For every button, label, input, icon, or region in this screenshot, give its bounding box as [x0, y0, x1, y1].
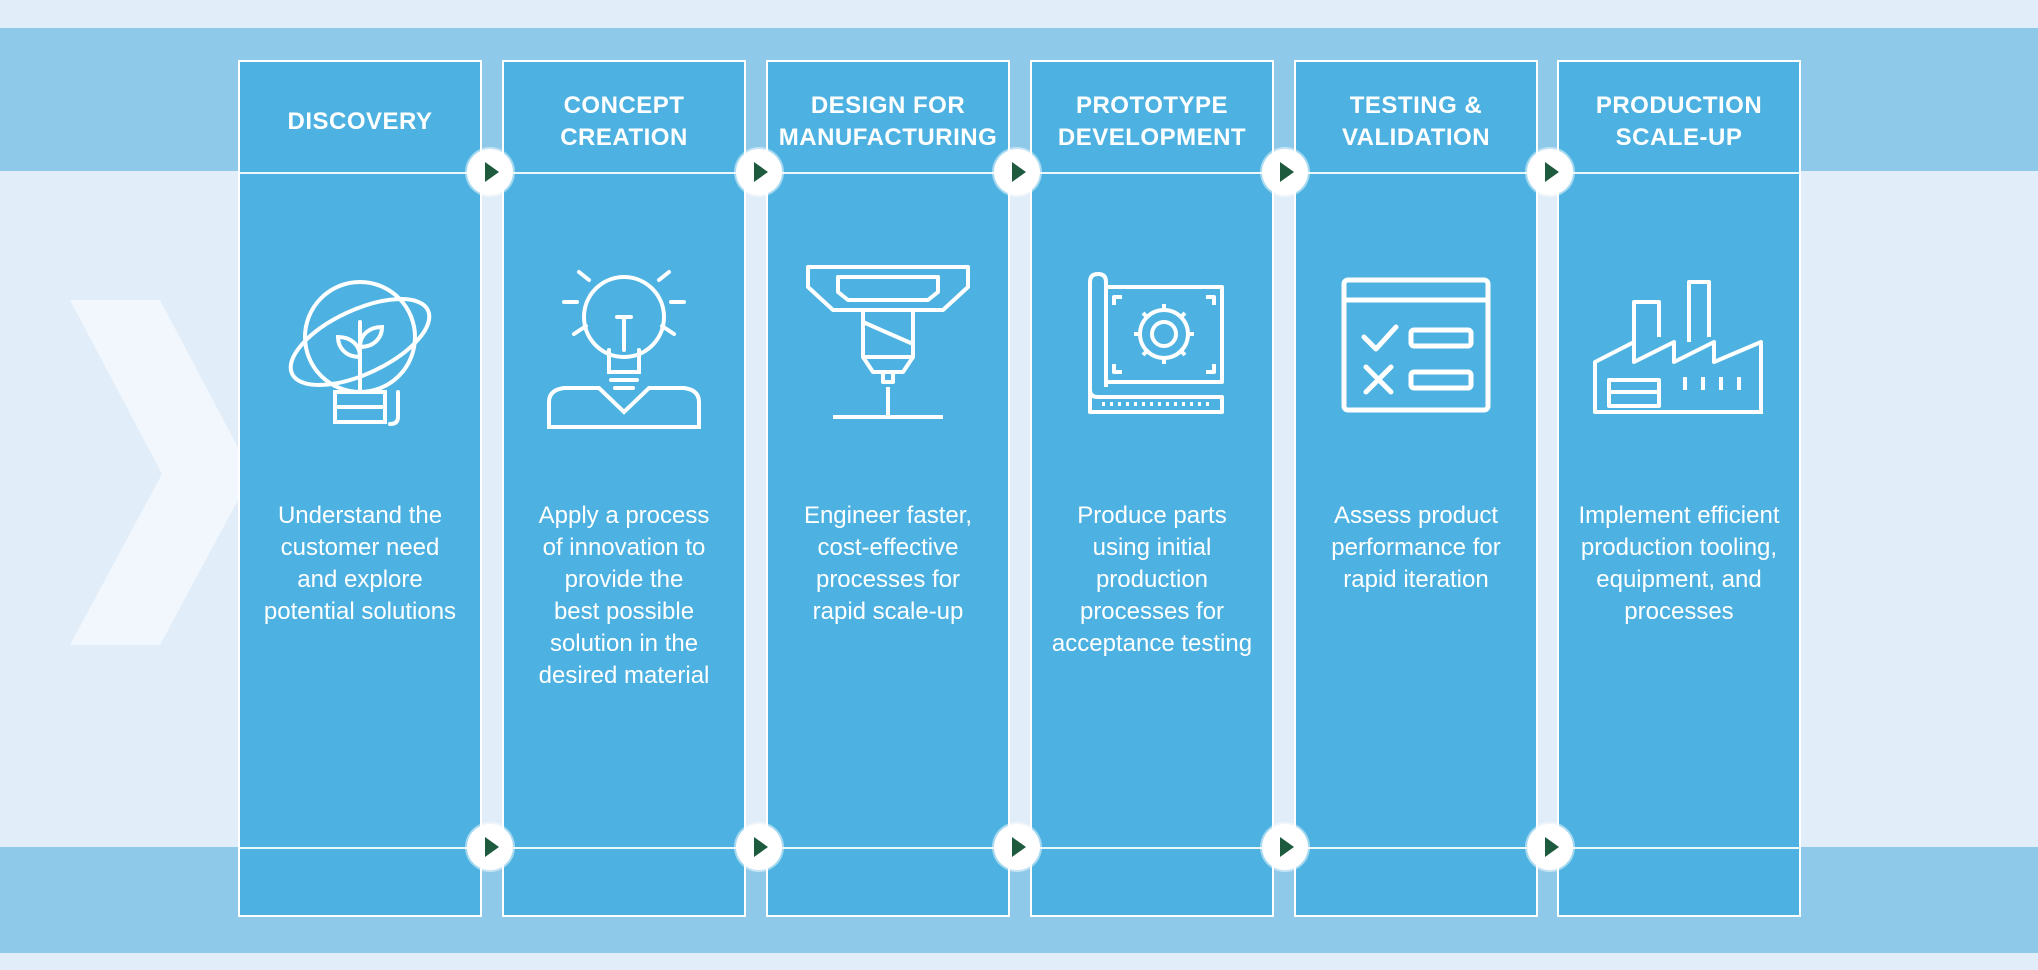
divider [1032, 847, 1272, 849]
stage-concept-creation: CONCEPT CREATION Apply a process of inno… [502, 60, 746, 917]
stage-production-scale-up: PRODUCTION SCALE-UP Implement efficient … [1557, 60, 1801, 917]
divider [1296, 847, 1536, 849]
divider [1559, 847, 1799, 849]
next-arrow-icon [994, 824, 1040, 870]
chevron-background-icon [70, 300, 252, 645]
checklist-window-icon [1341, 277, 1491, 413]
stage-title: CONCEPT CREATION [560, 92, 688, 151]
next-arrow-icon [1262, 824, 1308, 870]
divider [240, 172, 480, 174]
stage-description: Assess product performance for rapid ite… [1331, 502, 1501, 593]
next-arrow-icon [1527, 824, 1573, 870]
divider [504, 847, 744, 849]
factory-icon [1593, 280, 1763, 414]
next-arrow-icon [736, 824, 782, 870]
stage-title: DESIGN FOR MANUFACTURING [778, 92, 998, 151]
next-arrow-icon [467, 149, 513, 195]
cnc-machine-icon [806, 265, 970, 419]
stage-design-for-manufacturing: DESIGN FOR MANUFACTURING Engineer faster… [766, 60, 1010, 917]
divider [1032, 172, 1272, 174]
divider [1559, 172, 1799, 174]
divider [504, 172, 744, 174]
stage-title: PRODUCTION SCALE-UP [1595, 92, 1763, 151]
stage-description: Engineer faster, cost-effective processe… [803, 502, 973, 625]
divider [1296, 172, 1536, 174]
next-arrow-icon [1527, 149, 1573, 195]
stage-title: TESTING & VALIDATION [1341, 92, 1491, 151]
next-arrow-icon [994, 149, 1040, 195]
lightbulb-person-icon [547, 270, 701, 429]
stage-testing-validation: TESTING & VALIDATION Assess product perf… [1294, 60, 1538, 917]
stage-description: Apply a process of innovation to provide… [538, 502, 710, 689]
stage-description: Produce parts using initial production p… [1051, 502, 1253, 657]
next-arrow-icon [1262, 149, 1308, 195]
stage-prototype-development: PROTOTYPE DEVELOPMENT Produce parts usin… [1030, 60, 1274, 917]
divider [768, 172, 1008, 174]
next-arrow-icon [736, 149, 782, 195]
stage-title: PROTOTYPE DEVELOPMENT [1057, 92, 1247, 151]
globe-plant-lightbulb-icon [288, 280, 432, 426]
divider [240, 847, 480, 849]
blueprint-gear-icon [1088, 272, 1224, 414]
divider [768, 847, 1008, 849]
stage-title: DISCOVERY [287, 108, 433, 135]
stage-discovery: DISCOVERY Understand the customer need a… [238, 60, 482, 917]
next-arrow-icon [467, 824, 513, 870]
stage-description: Understand the customer need and explore… [263, 502, 457, 625]
stage-description: Implement efficient production tooling, … [1578, 502, 1780, 625]
